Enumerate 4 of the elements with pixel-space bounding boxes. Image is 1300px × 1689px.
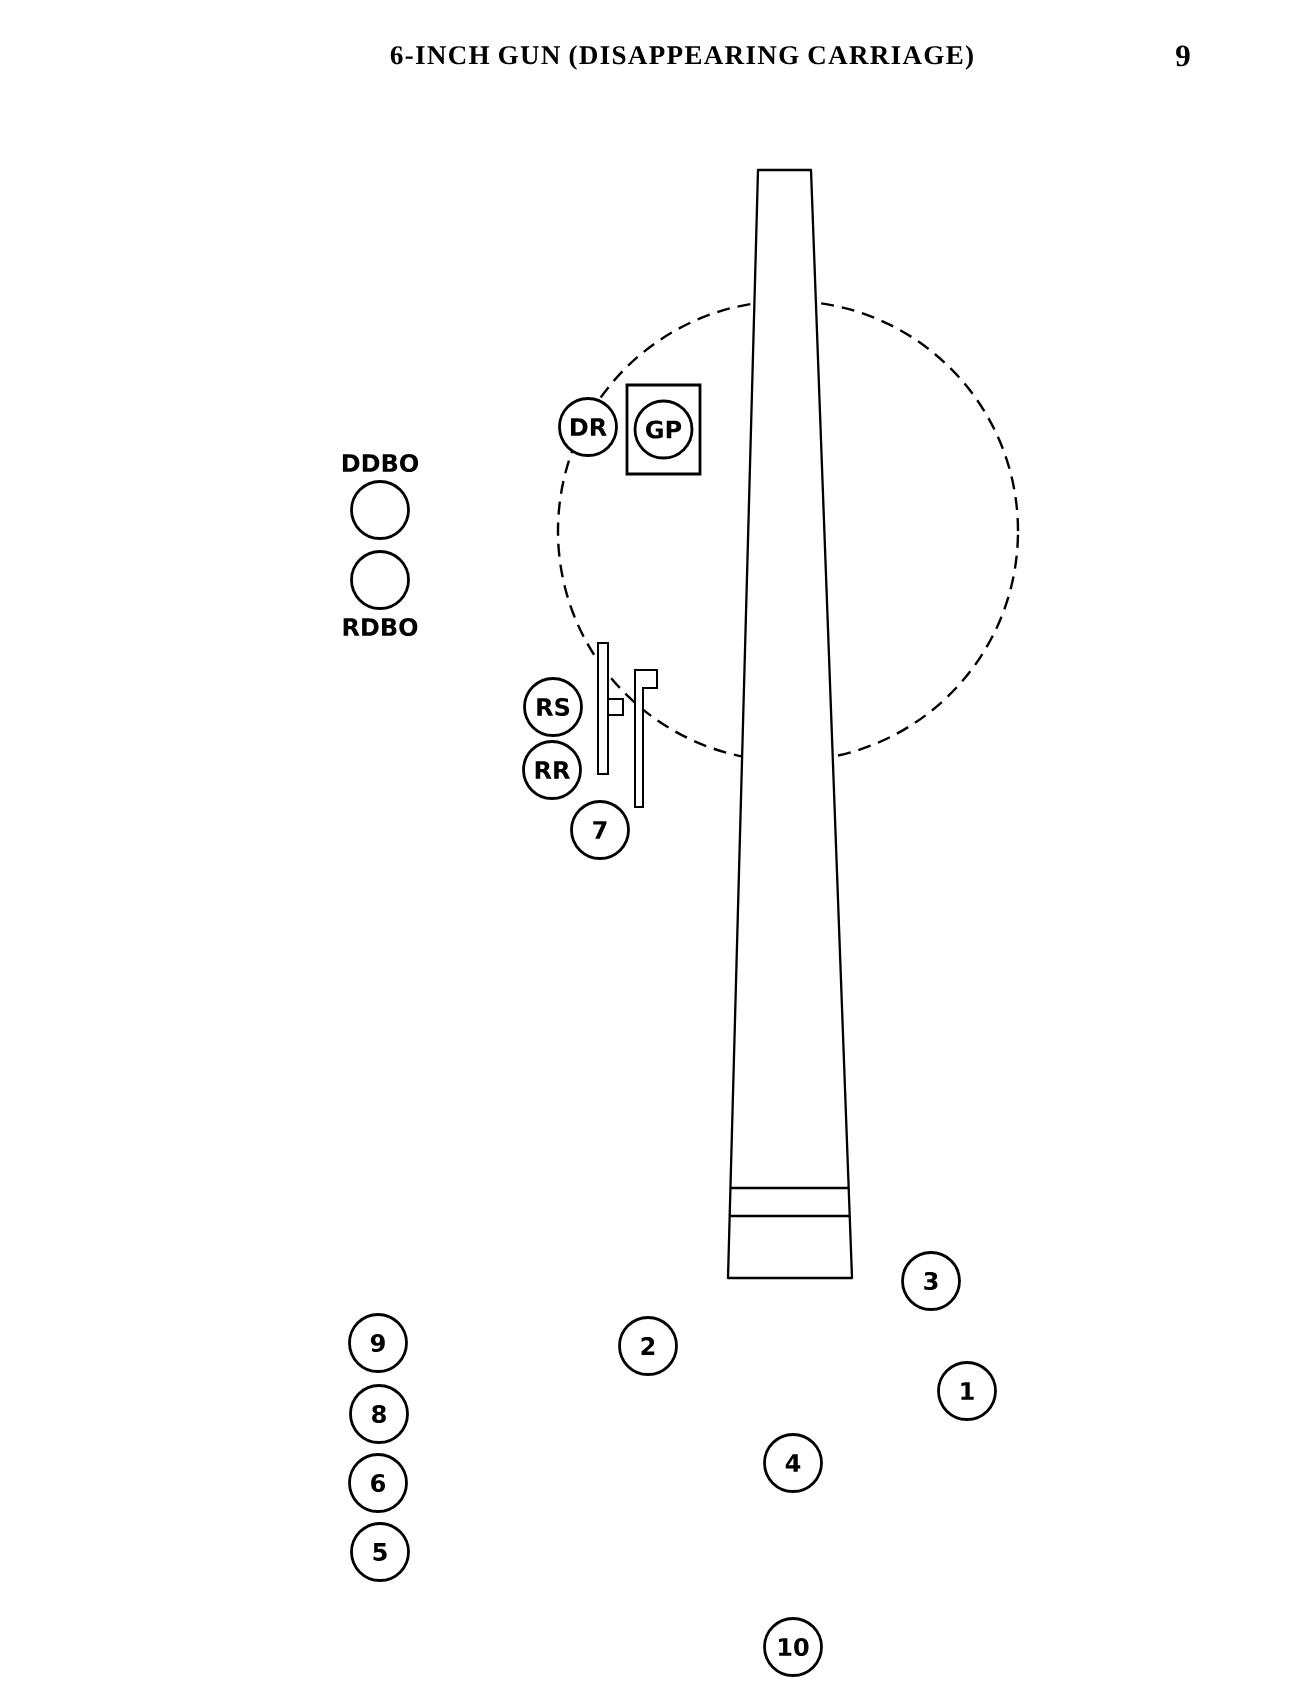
position-label: RDBO <box>343 617 418 637</box>
position-label: DDBO <box>342 453 419 473</box>
page-title: 6-INCH GUN (DISAPPEARING CARRIAGE) <box>390 45 973 70</box>
page-number: 9 <box>1176 45 1190 67</box>
